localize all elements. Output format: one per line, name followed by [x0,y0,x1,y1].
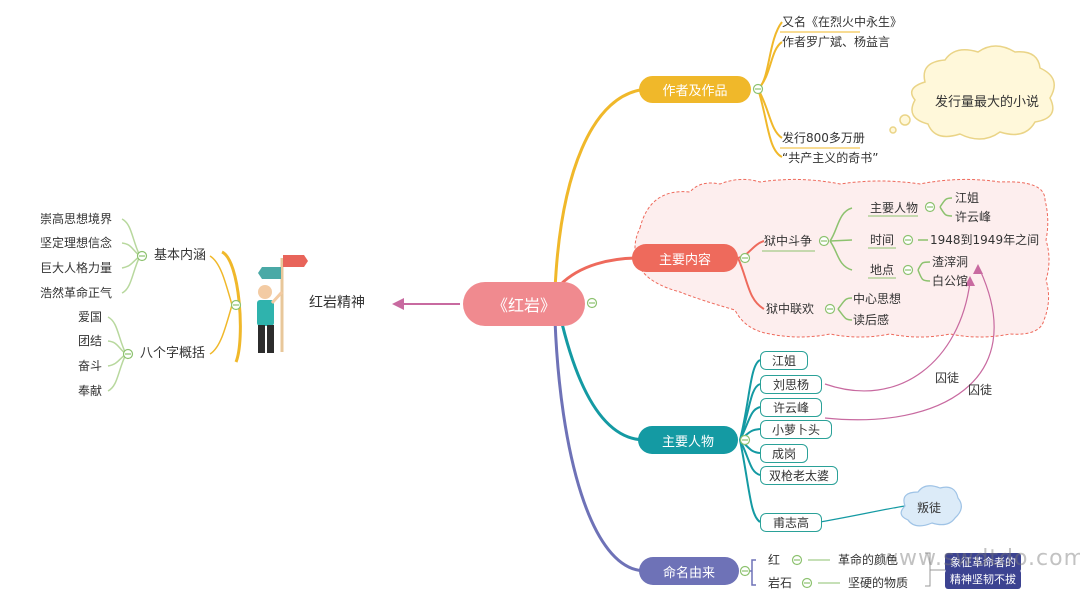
spirit-group-2-label[interactable]: 八个字概括 [140,346,206,361]
party-link-2 [837,308,853,321]
characters-node[interactable]: 主要人物 [638,426,738,454]
author-item-3: 发行800多万册 [782,131,865,145]
people-link-1 [939,197,953,208]
spirit-link-1 [209,255,233,306]
branch-author [553,87,651,291]
eight-link-4 [107,353,127,392]
character-5[interactable]: 成岗 [760,444,808,463]
content-cloud-region [634,178,1050,338]
center-node[interactable]: 《红岩》 [463,282,585,326]
prisoner-label-1: 囚徒 [935,371,960,385]
character-1[interactable]: 江姐 [760,351,808,370]
eight-item-4: 奉献 [78,384,103,398]
author-link-3 [757,88,783,139]
people-label[interactable]: 主要人物 [870,201,919,215]
character-4[interactable]: 小萝卜头 [760,420,832,439]
content-node[interactable]: 主要内容 [632,244,738,272]
prisoner-arrow-2 [973,264,983,274]
naming-meaning-2: 坚硬的物质 [848,576,909,590]
content-link-party [737,257,765,310]
char-link-3 [739,406,761,441]
prisoner-arrow-1 [965,276,975,286]
eight-link-1 [107,316,127,355]
watermark: www.swdtdo.com [880,546,1080,571]
traitor-link [819,505,906,523]
people-item-1: 江姐 [955,191,980,205]
thought-bubble-1 [899,114,911,126]
thought-cloud-text: 发行量最大的小说 [935,95,1040,110]
author-link-4 [757,88,783,158]
naming-word-1: 红 [768,553,781,567]
person-signpost-illustration [257,255,308,353]
inner-item-3: 巨大人格力量 [40,261,113,275]
eight-item-3: 奋斗 [78,359,103,373]
time-value: 1948到1949年之间 [930,233,1040,247]
traitor-label: 叛徒 [917,501,942,515]
place-link-1 [917,261,931,271]
inner-item-4: 浩然革命正气 [40,286,113,300]
prisoner-link-2 [824,269,995,421]
naming-word-2: 岩石 [768,576,793,590]
spirit-title[interactable]: 红岩精神 [309,295,365,311]
place-link-2 [917,269,931,282]
branch-content [558,256,641,287]
author-item-1: 又名《在烈火中永生》 [782,15,903,29]
author-item-4: “共产主义的奇书” [782,151,879,165]
thought-bubble-2 [889,126,897,134]
struggle-label[interactable]: 狱中斗争 [764,234,813,248]
branch-characters [558,314,646,442]
prisoner-label-2: 囚徒 [968,383,993,397]
struggle-link-time [829,239,853,242]
thought-cloud [910,45,1055,140]
author-node[interactable]: 作者及作品 [639,76,751,103]
author-link-1 [757,21,783,90]
naming-meaning-1: 革命的颜色 [838,553,899,567]
inner-item-2: 坚定理想信念 [40,236,113,250]
naming-node[interactable]: 命名由来 [639,557,739,585]
branch-naming [553,319,646,573]
time-label[interactable]: 时间 [870,233,895,247]
struggle-link-place [829,240,853,271]
character-3[interactable]: 许云峰 [760,398,822,417]
party-link-1 [837,297,853,310]
inner-link-1 [121,218,141,257]
spirit-arrow-head [392,298,404,310]
traitor-cloud [900,485,962,527]
character-7[interactable]: 甫志高 [760,513,822,532]
people-link-2 [939,206,953,217]
author-item-2: 作者罗广斌、杨益言 [782,35,891,49]
naming-tag-1: 象征革命者的 [945,553,1021,572]
place-item-1: 渣滓洞 [932,255,969,269]
naming-bracket [751,559,756,586]
character-6[interactable]: 双枪老太婆 [760,466,838,485]
eight-item-2: 团结 [78,334,103,348]
character-2[interactable]: 刘思杨 [760,375,822,394]
party-item-1: 中心思想 [853,292,902,306]
place-item-2: 白公馆 [932,274,969,288]
struggle-link-people [829,207,853,242]
party-item-2: 读后感 [853,313,890,327]
people-item-2: 许云峰 [955,210,992,224]
author-link-2 [757,41,783,90]
spirit-link-2 [209,304,233,355]
party-label[interactable]: 狱中联欢 [766,302,815,316]
char-link-7 [739,439,761,523]
char-link-6 [739,439,761,476]
naming-tag-2: 精神坚韧不拔 [945,570,1021,589]
char-link-2 [739,383,761,441]
spirit-group-1-label[interactable]: 基本内涵 [154,248,207,263]
prisoner-link-1 [824,281,971,392]
inner-item-1: 崇高思想境界 [40,212,113,226]
place-label[interactable]: 地点 [870,263,895,277]
eight-item-1: 爱国 [78,310,103,324]
collapse-marker-dashes [125,88,933,584]
inner-link-4 [121,255,141,294]
